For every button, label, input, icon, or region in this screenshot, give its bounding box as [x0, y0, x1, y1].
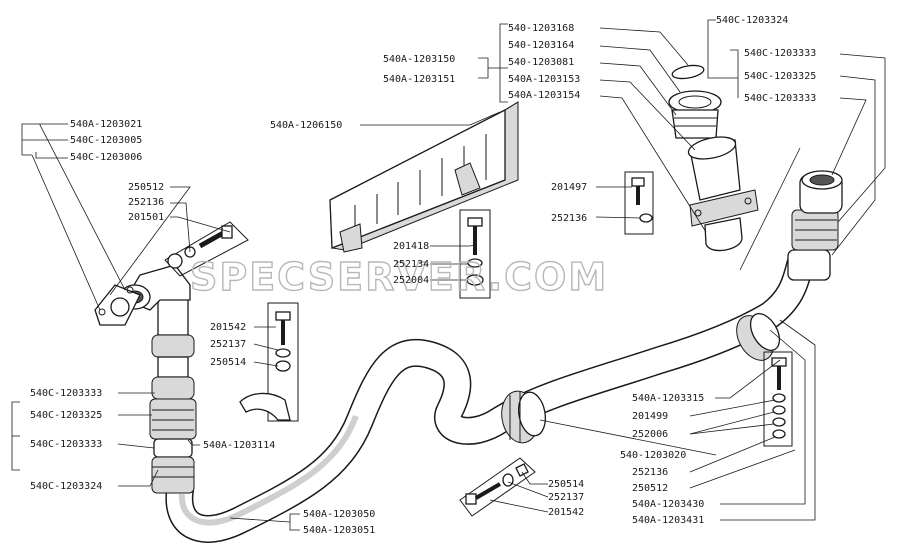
label-201542-left: 201542 [210, 322, 246, 333]
label-540-1203168: 540-1203168 [508, 23, 574, 34]
label-252006: 252006 [632, 429, 668, 440]
label-540c-1203006: 540С-1203006 [70, 152, 142, 163]
heat-shield [329, 101, 519, 253]
label-252137-left: 252137 [210, 339, 246, 350]
label-252004: 252004 [393, 275, 429, 286]
label-252134: 252134 [393, 259, 429, 270]
leader-lines [11, 19, 886, 531]
label-201542-bottom: 201542 [548, 507, 584, 518]
exhaust-pipe [165, 251, 814, 543]
label-252137-bottom: 252137 [548, 492, 584, 503]
clamp-middle [501, 390, 547, 444]
label-540c-1203324-top: 540С-1203324 [716, 15, 788, 26]
label-540a-1203114: 540А-1203114 [203, 440, 275, 451]
label-540c-1203325-top: 540С-1203325 [744, 71, 816, 82]
label-252136-right: 252136 [632, 467, 668, 478]
label-201501: 201501 [128, 212, 164, 223]
label-252136-top: 252136 [551, 213, 587, 224]
left-downpipe [149, 284, 197, 494]
label-540c-1203325-left: 540С-1203325 [30, 410, 102, 421]
label-540c-1203333-left: 540С-1203333 [30, 388, 102, 399]
label-540a-1203431: 540А-1203431 [632, 515, 704, 526]
label-540a-1203315: 540А-1203315 [632, 393, 704, 404]
bolt-group-lower-right [763, 351, 793, 447]
label-540c-1203333-left2: 540С-1203333 [30, 439, 102, 450]
bracket-bolt-group [239, 302, 299, 422]
label-540a-1203154: 540А-1203154 [508, 90, 580, 101]
label-250512-right: 250512 [632, 483, 668, 494]
clamp-right [736, 313, 781, 361]
label-540a-1203153: 540А-1203153 [508, 74, 580, 85]
label-540c-1203333-top2: 540С-1203333 [744, 93, 816, 104]
label-250512-left: 250512 [128, 182, 164, 193]
label-201418: 201418 [393, 241, 429, 252]
muffler-inlet-assembly [668, 64, 759, 252]
label-540a-1203021: 540А-1203021 [70, 119, 142, 130]
label-540a-1203151: 540А-1203151 [383, 74, 455, 85]
label-540c-1203333-top: 540С-1203333 [744, 48, 816, 59]
label-540c-1203324-left: 540С-1203324 [30, 481, 102, 492]
bolt-group-bottom [459, 457, 536, 517]
bolt-group-shield [459, 209, 491, 299]
label-201497: 201497 [551, 182, 587, 193]
label-540c-1203005: 540С-1203005 [70, 135, 142, 146]
label-201499: 201499 [632, 411, 668, 422]
label-540a-1203150: 540А-1203150 [383, 54, 455, 65]
watermark: SPECSERVER.COM [190, 255, 608, 299]
label-252136-left: 252136 [128, 197, 164, 208]
label-540-1203164: 540-1203164 [508, 40, 574, 51]
label-540-1203020: 540-1203020 [620, 450, 686, 461]
label-540a-1203050: 540А-1203050 [303, 509, 375, 520]
label-250514-left: 250514 [210, 357, 246, 368]
label-250514-bottom: 250514 [548, 479, 584, 490]
label-540a-1203051: 540А-1203051 [303, 525, 375, 536]
right-flex-coupling [787, 170, 843, 281]
manifold-elbow [94, 264, 191, 326]
part-labels: 540-1203168 540-1203164 540-1203081 540А… [30, 15, 816, 536]
label-540-1203081: 540-1203081 [508, 57, 574, 68]
bolt-201497 [624, 171, 654, 235]
label-540a-1203430: 540А-1203430 [632, 499, 704, 510]
label-540a-1206150: 540А-1206150 [270, 120, 342, 131]
